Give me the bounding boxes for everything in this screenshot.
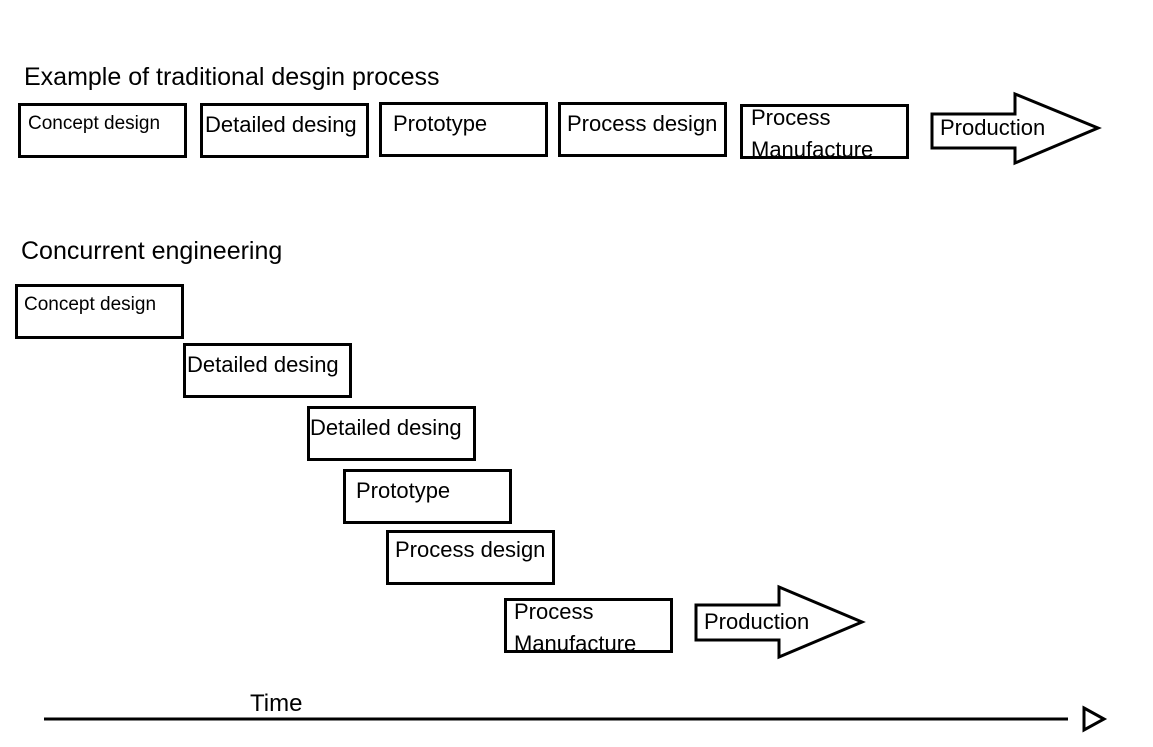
concurrent-step-concept: Concept design xyxy=(15,284,184,339)
step-label: Concept design xyxy=(28,113,161,134)
step-label: Concept design xyxy=(24,294,157,315)
traditional-step-concept: Concept design xyxy=(18,103,187,158)
concurrent-production-label: Production xyxy=(704,609,810,634)
concurrent-step-process-manufacture: Process Manufacture xyxy=(504,598,673,656)
step-label: Detailed desing xyxy=(310,415,462,440)
step-label: Prototype xyxy=(393,111,488,136)
traditional-step-detailed: Detailed desing xyxy=(200,103,369,158)
concurrent-step-process-design: Process design xyxy=(386,530,555,585)
time-axis-arrowhead xyxy=(1082,705,1108,733)
step-label: Detailed desing xyxy=(205,112,357,137)
traditional-production-arrow xyxy=(930,91,1102,166)
concurrent-step-detailed-2: Detailed desing xyxy=(307,406,476,461)
concurrent-step-prototype: Prototype xyxy=(343,469,512,524)
traditional-step-process-design: Process design xyxy=(558,102,727,157)
step-label: Process Manufacture xyxy=(514,599,637,656)
concurrent-title: Concurrent engineering xyxy=(21,237,283,265)
traditional-step-process-manufacture: Process Manufacture xyxy=(740,104,909,162)
concurrent-step-detailed-1: Detailed desing xyxy=(183,343,352,398)
time-axis-label: Time xyxy=(250,690,303,717)
step-label: Prototype xyxy=(356,478,451,503)
traditional-title: Example of traditional desgin process xyxy=(24,63,440,91)
concurrent-production-arrow xyxy=(694,584,866,660)
step-label: Process Manufacture xyxy=(751,105,874,162)
traditional-production-label: Production xyxy=(940,115,1046,140)
step-label: Process design xyxy=(567,111,718,136)
step-label: Process design xyxy=(395,537,546,562)
traditional-step-prototype: Prototype xyxy=(379,102,548,157)
step-label: Detailed desing xyxy=(187,352,339,377)
